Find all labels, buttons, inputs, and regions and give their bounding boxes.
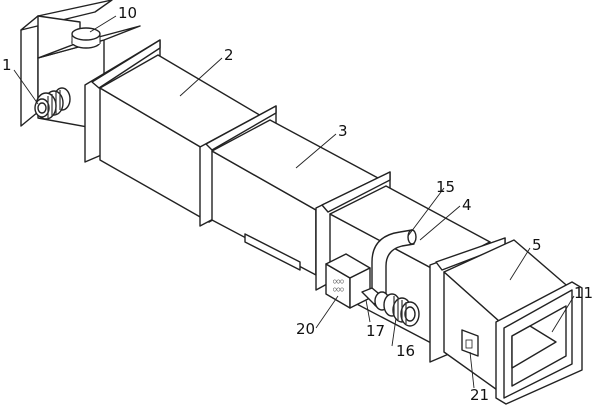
svg-text:○○○: ○○○	[333, 286, 344, 293]
label-20: 20	[296, 320, 315, 338]
label-4: 4	[462, 196, 472, 214]
label-15: 15	[436, 178, 455, 196]
label-11: 11	[574, 284, 593, 302]
label-16: 16	[396, 342, 415, 360]
label-3: 3	[338, 122, 348, 140]
switch-21	[461, 329, 479, 357]
label-21: 21	[470, 386, 489, 404]
connector-1	[34, 87, 71, 120]
label-10: 10	[118, 4, 137, 22]
top-pipe-10	[71, 27, 101, 49]
reference-labels: 1 10 2 3 15 4 5 11 20 17 16 21	[2, 4, 593, 404]
label-17: 17	[366, 322, 385, 340]
label-5: 5	[532, 236, 542, 254]
leader-lines	[13, 15, 575, 389]
outlet-frame-11	[495, 281, 583, 405]
connector-16	[361, 287, 420, 327]
label-1: 1	[2, 56, 12, 74]
label-2: 2	[224, 46, 234, 64]
svg-text:○○○: ○○○	[333, 278, 344, 285]
